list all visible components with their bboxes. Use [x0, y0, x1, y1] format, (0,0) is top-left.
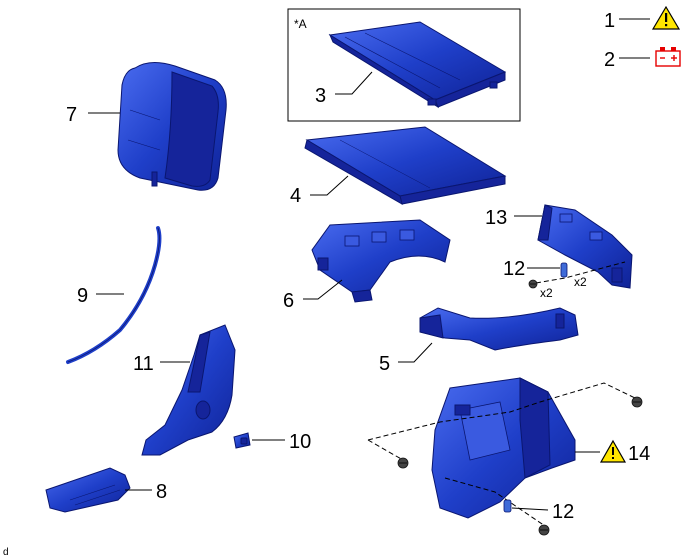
callout-12-upper: 12 — [503, 258, 525, 280]
callout-11: 11 — [133, 353, 154, 375]
screw-icon — [631, 396, 643, 408]
screw-icon — [538, 524, 550, 536]
part-3-tonneau-cover — [328, 21, 507, 109]
dashed-line-12-upper — [535, 261, 626, 284]
callout-6: 6 — [283, 290, 294, 312]
callout-7: 7 — [66, 104, 77, 126]
quantity-clip: x2 — [574, 275, 587, 289]
screw-icon — [397, 457, 409, 469]
leader-5 — [398, 342, 433, 363]
part-7-rear-seatback — [117, 62, 227, 191]
leader-4 — [310, 175, 349, 196]
part-4-deck-board — [304, 126, 507, 206]
callout-4: 4 — [290, 185, 301, 207]
dashed-line-14-lower — [444, 477, 546, 527]
callout-8: 8 — [156, 481, 167, 503]
legend-number-caution: 1 — [604, 10, 615, 32]
part-5-lower-trim — [419, 307, 579, 351]
clip-icon — [503, 499, 512, 513]
part-13-side-trim — [537, 204, 633, 289]
leader-6 — [303, 279, 343, 300]
callout-13: 13 — [485, 207, 507, 229]
legend-number-battery: 2 — [604, 49, 615, 71]
clip-icon — [560, 262, 568, 278]
battery-disconnect-icon — [655, 47, 681, 67]
part-9-outline — [67, 227, 160, 363]
dashed-line-14-left — [367, 439, 404, 461]
callout-3: 3 — [315, 85, 326, 107]
callout-5: 5 — [379, 353, 390, 375]
part-8-scuff-plate — [45, 467, 131, 513]
part-10-clip — [233, 432, 251, 449]
screw-icon — [528, 279, 538, 289]
dashed-line-14-upper — [367, 382, 636, 441]
corner-code: d — [3, 547, 9, 558]
part-14-luggage-trim — [431, 377, 576, 519]
quantity-screw: x2 — [540, 286, 553, 300]
callout-9: 9 — [77, 285, 88, 307]
inset-frame — [287, 8, 521, 122]
part-11-quarter-trim — [141, 324, 236, 456]
caution-triangle-icon — [599, 439, 627, 463]
callout-12-lower: 12 — [552, 501, 574, 523]
leader-12-lower — [511, 507, 549, 511]
callout-14: 14 — [628, 443, 650, 465]
callout-10: 10 — [289, 431, 311, 453]
leader-3 — [335, 71, 373, 95]
caution-triangle-icon — [651, 5, 681, 30]
legend: 1 2 — [604, 5, 681, 71]
inset-box-a: *A 3 — [287, 8, 521, 122]
inset-label: *A — [294, 17, 307, 31]
part-6-luggage-tray — [311, 219, 451, 303]
